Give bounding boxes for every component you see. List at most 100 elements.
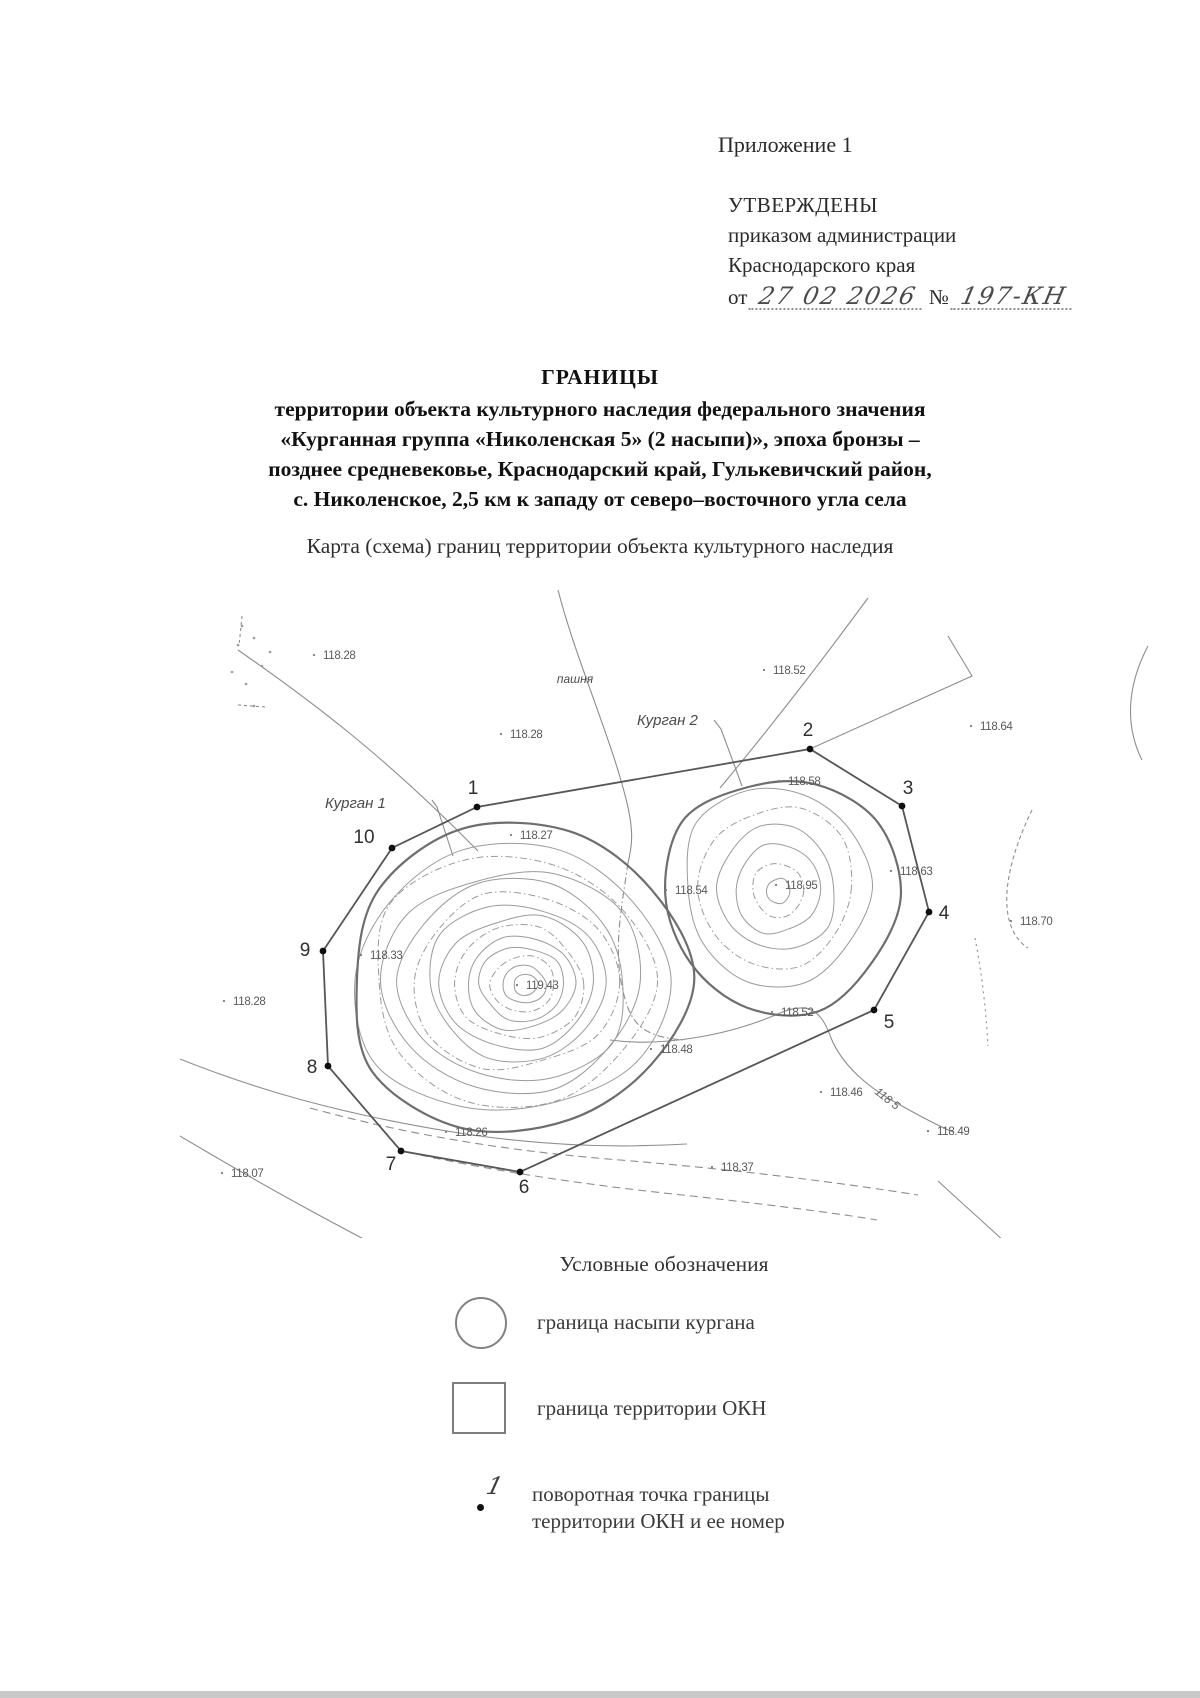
terrain-line: [309, 1107, 919, 1196]
turning-point-number: 10: [353, 827, 374, 848]
contour-ring: [489, 955, 555, 1013]
vegetation-speckle: [260, 664, 264, 668]
terrain-line: [180, 1135, 364, 1238]
turning-point-number: 1: [483, 1472, 506, 1500]
title-line: «Курганная группа «Николенская 5» (2 нас…: [280, 427, 920, 451]
title-heading: ГРАНИЦЫ: [541, 365, 659, 389]
area-label: пашня: [557, 672, 594, 686]
turning-point-number: 5: [884, 1012, 895, 1033]
mound-boundary-symbol: [455, 1297, 507, 1349]
elevation-label: 118.54: [675, 885, 708, 897]
elevation-label: 119.43: [526, 980, 559, 992]
terrain-line: [617, 862, 686, 1041]
elevation-label: 118.28: [323, 650, 356, 662]
turning-point-number: 4: [939, 903, 950, 924]
elevation-tick: [710, 1165, 714, 1169]
turning-point-number: 6: [519, 1177, 530, 1198]
area-label: Курган 1: [325, 795, 386, 812]
terrain-line: [713, 719, 743, 787]
area-label: Курган 2: [637, 712, 699, 729]
turning-point-dot: [898, 802, 906, 810]
turning-point-dot: [473, 803, 481, 811]
approved-line: приказом администрации: [728, 223, 957, 247]
from-label: от: [728, 285, 748, 309]
terrain-line: [1129, 645, 1149, 761]
map-svg: 118.28118.52118.64118.28118.58118.27118.…: [180, 589, 1149, 1238]
elevation-label: 118.70: [1020, 916, 1053, 928]
elevation-tick: [926, 1129, 930, 1133]
elevation-tick: [649, 1047, 653, 1051]
elevation-tick: [889, 869, 893, 873]
elevation-tick: [774, 883, 778, 887]
terrain-line: [937, 1180, 1002, 1238]
terrain-line: [180, 1058, 688, 1147]
turning-point-dot: [324, 1062, 332, 1070]
contour-ring: [715, 823, 835, 950]
elevation-tick: [664, 888, 668, 892]
title-line: позднее средневековье, Краснодарский кра…: [268, 457, 932, 481]
elevation-tick: [515, 983, 519, 987]
contour-ring: [502, 964, 547, 1004]
elevation-tick: [777, 779, 781, 783]
elevation-label: 118.48: [660, 1044, 693, 1056]
contour-ring: [379, 871, 642, 1095]
contour-ring: [752, 863, 805, 919]
contour-ring: [686, 787, 874, 988]
elevation-label: 118.52: [773, 665, 806, 677]
elevation-label: 118.46: [830, 1087, 863, 1099]
terrain-line: [557, 589, 633, 864]
vegetation-speckle: [268, 650, 272, 654]
terrain-line: [1006, 809, 1033, 949]
turning-point-number: 9: [300, 940, 311, 961]
turning-point-number: 2: [803, 720, 814, 741]
contour-ring: [396, 877, 624, 1082]
elevation-label: 118.07: [231, 1168, 264, 1180]
terrain-line: [809, 635, 973, 750]
contour-ring: [413, 891, 621, 1071]
contour-elevation-label: 118 5: [872, 1086, 902, 1113]
turning-point-dot: [870, 1006, 878, 1014]
elevation-tick: [770, 1010, 774, 1014]
vegetation-speckle: [244, 682, 248, 686]
terrain-line: [719, 597, 869, 789]
turning-point-number: 7: [386, 1154, 397, 1175]
vegetation-speckle: [236, 643, 240, 647]
turning-point-dot: [516, 1168, 524, 1176]
elevation-label: 118.64: [980, 721, 1013, 733]
okn-territory-symbol: [452, 1382, 506, 1434]
title-line: территории объекта культурного наследия …: [274, 397, 926, 421]
elevation-tick: [222, 999, 226, 1003]
contour-ring: [513, 973, 539, 996]
elevation-tick: [1009, 919, 1013, 923]
elevation-tick: [359, 953, 363, 957]
legend-heading: Условные обозначения: [559, 1252, 769, 1276]
elevation-label: 118.28: [233, 996, 266, 1008]
mound-boundary-1: [355, 821, 696, 1133]
approval-block: УТВЕРЖДЕНЫ приказом администрации Красно…: [728, 190, 1078, 312]
elevation-label: 118.63: [900, 866, 933, 878]
elevation-tick: [819, 1090, 823, 1094]
terrain-line: [609, 1007, 954, 1133]
turning-point-number: 1: [468, 778, 479, 799]
turning-point-number: 3: [903, 778, 914, 799]
vegetation-speckle: [230, 670, 234, 674]
scan-edge-artifact: [0, 1691, 1200, 1698]
terrain-line: [237, 704, 267, 708]
contour-ring: [377, 855, 659, 1108]
contour-ring: [354, 842, 672, 1111]
contour-ring: [697, 806, 853, 970]
legend-item-label: граница насыпи кургана: [537, 1310, 755, 1334]
elevation-label: 118.58: [788, 776, 821, 788]
mound-boundary-2: [663, 780, 903, 1017]
elevation-tick: [509, 833, 513, 837]
turning-point-dot: [388, 844, 396, 852]
vegetation-speckle: [252, 636, 256, 640]
terrain-line: [974, 937, 989, 1047]
elevation-label: 118.28: [510, 729, 543, 741]
terrain-line: [238, 615, 243, 647]
elevation-label: 118.95: [785, 880, 818, 892]
contour-ring: [467, 935, 577, 1032]
elevation-tick: [444, 1130, 448, 1134]
